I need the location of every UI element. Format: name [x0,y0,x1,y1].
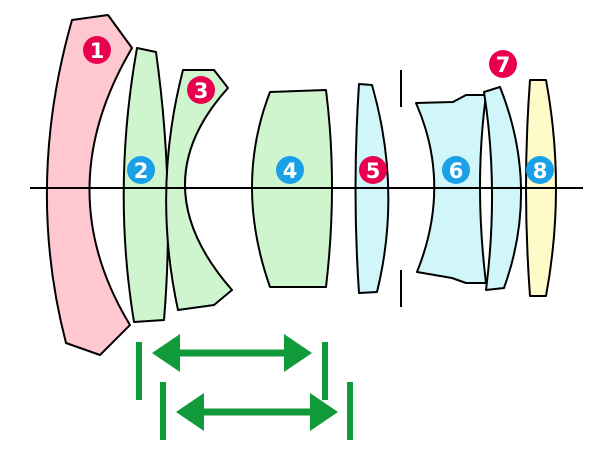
badge-6: 6 [442,156,470,184]
badge-8-label: 8 [533,159,548,183]
group-arrow-1-left-head [152,334,180,372]
badge-4-label: 4 [283,159,298,183]
badge-8-circle [526,156,554,184]
badge-3: 3 [187,76,215,104]
badge-3-label: 3 [194,79,209,103]
badge-2-label: 2 [134,159,149,183]
badge-6-label: 6 [449,159,464,183]
group-arrow-2 [160,382,353,440]
badge-8: 8 [526,156,554,184]
lens-element-3 [165,69,233,311]
badge-7-label: 7 [496,53,511,77]
badge-6-circle [442,156,470,184]
badge-7-circle [489,50,517,78]
group-arrow-1 [136,334,328,400]
badge-7: 7 [489,50,517,78]
badge-1-label: 1 [90,39,105,63]
badge-3-circle [187,76,215,104]
badge-5: 5 [359,156,387,184]
group-arrow-1-right-head [284,334,312,372]
badge-4-circle [276,156,304,184]
badge-1-circle [83,36,111,64]
group-arrow-2-right-head [310,393,338,431]
badge-2-circle [127,156,155,184]
badge-5-label: 5 [366,159,381,183]
badge-2: 2 [127,156,155,184]
badge-4: 4 [276,156,304,184]
lens-element-2 [122,47,170,323]
lens-element-1 [45,14,133,356]
badge-5-circle [359,156,387,184]
group-arrow-2-left-head [176,393,204,431]
badge-1: 1 [83,36,111,64]
